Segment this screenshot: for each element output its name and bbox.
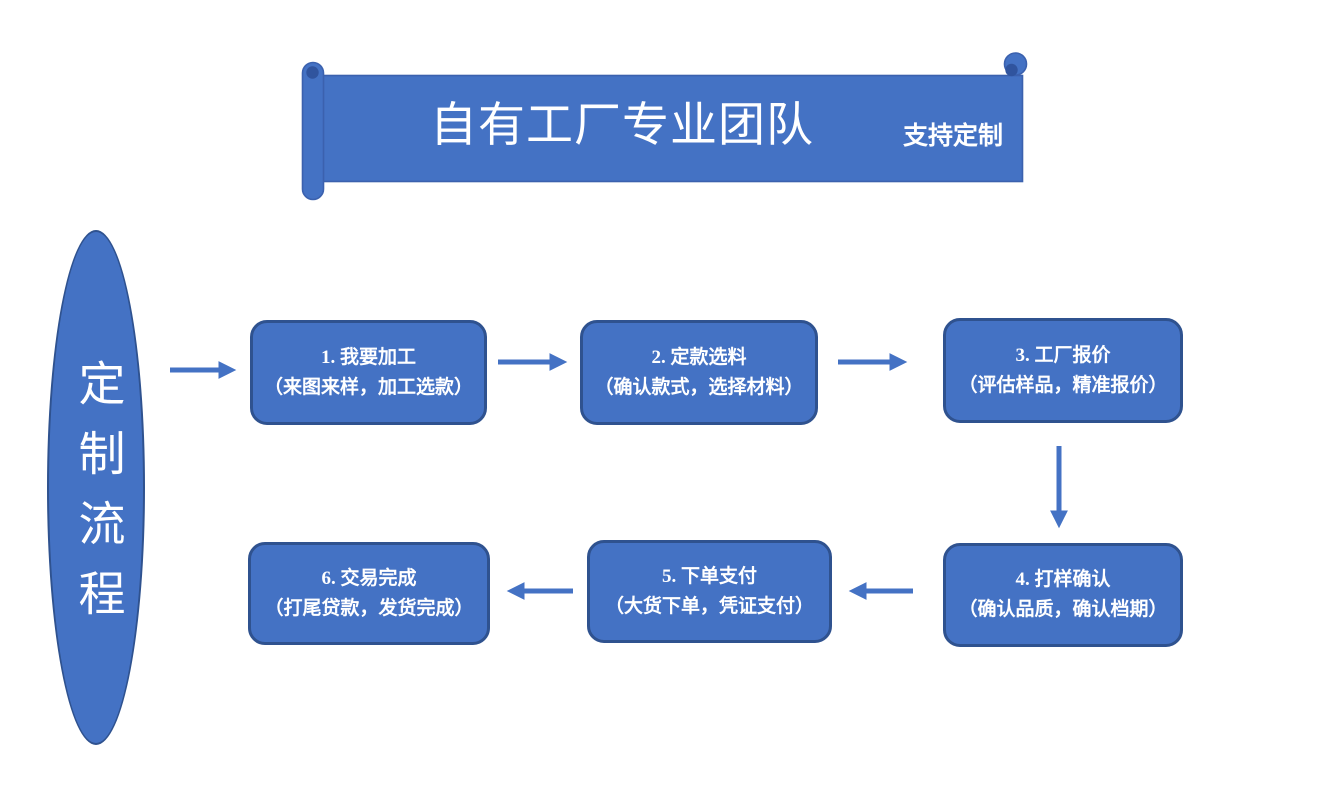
banner-scroll-shape: [301, 52, 1028, 201]
banner-subtitle: 支持定制: [903, 123, 1004, 150]
step-subtitle: （打尾贷款，发货完成）: [264, 597, 474, 619]
scroll-band: [317, 74, 1024, 183]
scroll-left-roll-icon: [301, 61, 325, 201]
step-subtitle: （来图来样，加工选款）: [263, 376, 473, 398]
step-title: 1. 我要加工: [320, 346, 416, 368]
step-title: 6. 交易完成: [321, 567, 417, 589]
step-box-6: 6. 交易完成 （打尾贷款，发货完成）: [248, 542, 490, 645]
scroll-left-curl-shadow: [306, 66, 319, 79]
step-subtitle: （确认款式，选择材料）: [594, 376, 804, 398]
step-box-3: 3. 工厂报价 （评估样品，精准报价）: [943, 318, 1183, 423]
scroll-right-curl-shadow: [1005, 63, 1018, 77]
step-title: 2. 定款选料: [651, 346, 747, 368]
step-title: 4. 打样确认: [1015, 569, 1111, 590]
step-box-1: 1. 我要加工 （来图来样，加工选款）: [250, 320, 487, 425]
step-title: 5. 下单支付: [661, 565, 757, 587]
step-box-2: 2. 定款选料 （确认款式，选择材料）: [580, 320, 818, 425]
step-box-5: 5. 下单支付 （大货下单，凭证支付）: [587, 540, 832, 643]
step-subtitle: （确认品质，确认档期）: [958, 599, 1168, 620]
step-box-4: 4. 打样确认 （确认品质，确认档期）: [943, 543, 1183, 647]
step-title: 3. 工厂报价: [1015, 344, 1111, 366]
banner-scroll: 自有工厂专业团队 支持定制: [0, 0, 1318, 220]
process-label-text: 定制流程: [70, 359, 123, 639]
step-subtitle: （大货下单，凭证支付）: [604, 595, 814, 617]
process-label-ellipse: 定制流程: [47, 230, 145, 745]
step-subtitle: （评估样品，精准报价）: [958, 374, 1168, 396]
banner-title: 自有工厂专业团队: [430, 100, 814, 152]
